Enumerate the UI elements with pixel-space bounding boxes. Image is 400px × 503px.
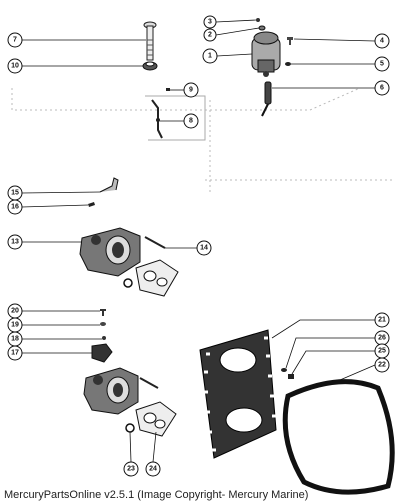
copyright-footer: MercuryPartsOnline v2.5.1 (Image Copyrig… xyxy=(4,489,309,501)
callout-19: 19 xyxy=(7,317,23,333)
callout-3: 3 xyxy=(203,15,217,29)
callout-22: 22 xyxy=(374,357,390,373)
callout-24: 24 xyxy=(145,461,161,477)
svg-text:23: 23 xyxy=(127,466,135,473)
part-6-hose xyxy=(261,81,272,117)
part-9-clip xyxy=(166,88,170,91)
part-23-oring xyxy=(125,423,135,433)
part-19-washer xyxy=(100,322,106,326)
svg-text:15: 15 xyxy=(11,190,19,197)
callout-26: 26 xyxy=(374,330,390,346)
callout-9: 9 xyxy=(183,82,199,98)
part-5-gasket xyxy=(285,62,291,66)
svg-text:13: 13 xyxy=(11,239,19,246)
part-17-cap xyxy=(91,343,113,363)
svg-text:2: 2 xyxy=(208,32,212,39)
part-20-screw xyxy=(100,309,106,316)
callout-15: 15 xyxy=(7,185,23,201)
callout-6: 6 xyxy=(374,80,390,96)
svg-text:10: 10 xyxy=(11,63,19,70)
part-21-plate-gasket xyxy=(199,329,277,459)
svg-text:14: 14 xyxy=(200,245,208,252)
callouts: 7 10 3 2 1 4 5 6 9 8 15 16 13 14 20 19 1… xyxy=(7,15,390,477)
part-26-screw xyxy=(281,368,287,372)
callout-21: 21 xyxy=(374,312,390,328)
svg-text:4: 4 xyxy=(380,38,384,45)
svg-text:3: 3 xyxy=(208,19,212,26)
callout-5: 5 xyxy=(374,56,390,72)
part-3-ball xyxy=(256,18,260,22)
part-4-screw xyxy=(287,37,293,45)
callout-14: 14 xyxy=(196,240,212,256)
svg-text:16: 16 xyxy=(11,204,19,211)
svg-text:21: 21 xyxy=(378,317,386,324)
callout-1: 1 xyxy=(202,48,218,64)
svg-text:17: 17 xyxy=(11,350,19,357)
svg-text:20: 20 xyxy=(11,308,19,315)
callout-25: 25 xyxy=(374,343,390,359)
svg-text:25: 25 xyxy=(378,348,386,355)
svg-text:19: 19 xyxy=(11,322,19,329)
leader-lines xyxy=(21,19,376,463)
part-10-seal xyxy=(142,61,158,71)
callout-16: 16 xyxy=(7,199,23,215)
callout-4: 4 xyxy=(374,33,390,49)
svg-text:7: 7 xyxy=(13,37,17,44)
callout-23: 23 xyxy=(123,461,139,477)
callout-20: 20 xyxy=(7,303,23,319)
part-13-carburetor xyxy=(79,227,141,288)
part-1-fuel-pump xyxy=(251,31,281,77)
part-7-linkage xyxy=(151,99,163,139)
callout-7: 8 xyxy=(183,113,199,129)
carburetor-lower xyxy=(83,367,159,415)
part-8-bolt xyxy=(143,21,157,61)
svg-text:26: 26 xyxy=(378,335,386,342)
svg-text:5: 5 xyxy=(380,61,384,68)
callout-2: 2 xyxy=(203,28,217,42)
callout-8: 7 xyxy=(7,32,23,48)
callout-17: 17 xyxy=(7,345,23,361)
part-2-washer xyxy=(258,25,266,31)
part-24-gasket xyxy=(135,401,177,437)
part-22-seal-ring xyxy=(282,379,395,495)
callout-10: 10 xyxy=(7,58,23,74)
callout-13: 13 xyxy=(7,234,23,250)
svg-text:1: 1 xyxy=(208,53,212,60)
part-14-gasket-bolt xyxy=(135,236,179,297)
svg-text:22: 22 xyxy=(378,362,386,369)
svg-text:8: 8 xyxy=(189,118,193,125)
svg-text:9: 9 xyxy=(189,87,193,94)
part-16-screw xyxy=(88,202,95,207)
callout-18: 18 xyxy=(7,331,23,347)
svg-text:24: 24 xyxy=(149,466,157,473)
svg-text:18: 18 xyxy=(11,336,19,343)
part-25-nut xyxy=(288,374,294,379)
svg-text:6: 6 xyxy=(380,85,384,92)
part-18-ball xyxy=(102,336,106,340)
part-15-lever xyxy=(99,177,119,193)
